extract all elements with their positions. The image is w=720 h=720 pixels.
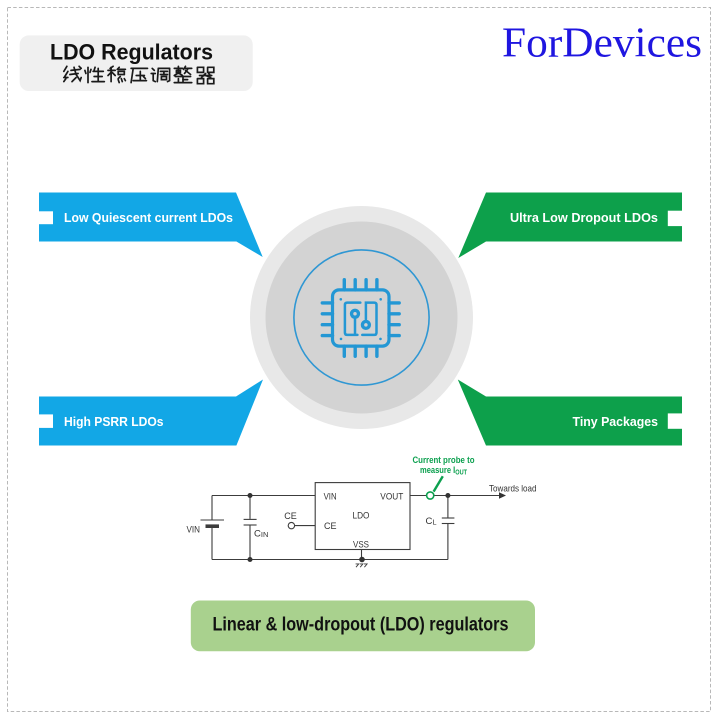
svg-text:Tiny Packages: Tiny Packages	[573, 414, 659, 429]
svg-text:VSS: VSS	[353, 540, 369, 551]
svg-text:VIN: VIN	[187, 525, 201, 536]
svg-text:measure IOUT: measure IOUT	[420, 465, 468, 477]
svg-text:CE: CE	[324, 521, 337, 532]
svg-text:LDO: LDO	[353, 511, 370, 522]
svg-text:Linear & low-dropout (LDO) reg: Linear & low-dropout (LDO) regulators	[213, 615, 509, 636]
svg-text:High PSRR LDOs: High PSRR LDOs	[64, 414, 164, 429]
svg-text:VOUT: VOUT	[380, 492, 403, 503]
svg-text:Towards load: Towards load	[489, 483, 537, 494]
svg-text:Low Quiescent current LDOs: Low Quiescent current LDOs	[64, 210, 233, 225]
svg-text:VIN: VIN	[324, 492, 337, 503]
svg-text:Ultra Low Dropout LDOs: Ultra Low Dropout LDOs	[510, 210, 658, 225]
svg-text:CE: CE	[284, 511, 297, 522]
svg-text:ForDevices: ForDevices	[502, 21, 702, 67]
svg-text:CIN: CIN	[254, 529, 268, 540]
svg-text:CL: CL	[425, 516, 436, 527]
svg-text:Current probe to: Current probe to	[413, 455, 475, 466]
svg-text:LDO Regulators: LDO Regulators	[50, 40, 213, 65]
